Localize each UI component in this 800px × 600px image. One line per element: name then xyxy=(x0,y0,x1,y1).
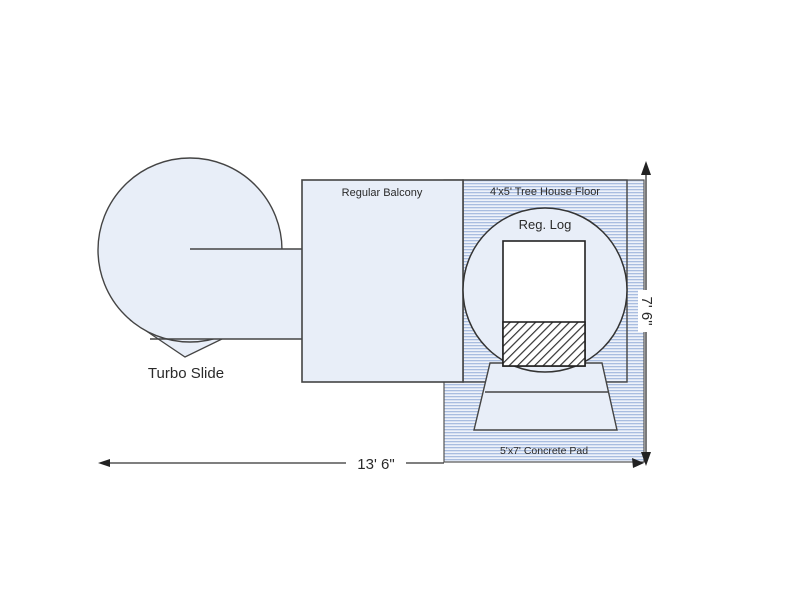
tree-house-floor-label: 4'x5' Tree House Floor xyxy=(490,186,600,198)
reg-log-label: Reg. Log xyxy=(519,217,572,232)
height-dimension-label: 7' 6" xyxy=(638,296,655,325)
regular-balcony-label: Regular Balcony xyxy=(342,187,423,199)
turbo-slide xyxy=(97,157,302,358)
log-opening xyxy=(502,240,586,367)
width-dimension-label: 13' 6" xyxy=(357,456,394,473)
turbo-slide-label: Turbo Slide xyxy=(148,365,224,382)
regular-balcony xyxy=(301,179,464,383)
concrete-pad-label: 5'x7' Concrete Pad xyxy=(500,445,588,457)
slide-ramp xyxy=(473,362,618,431)
